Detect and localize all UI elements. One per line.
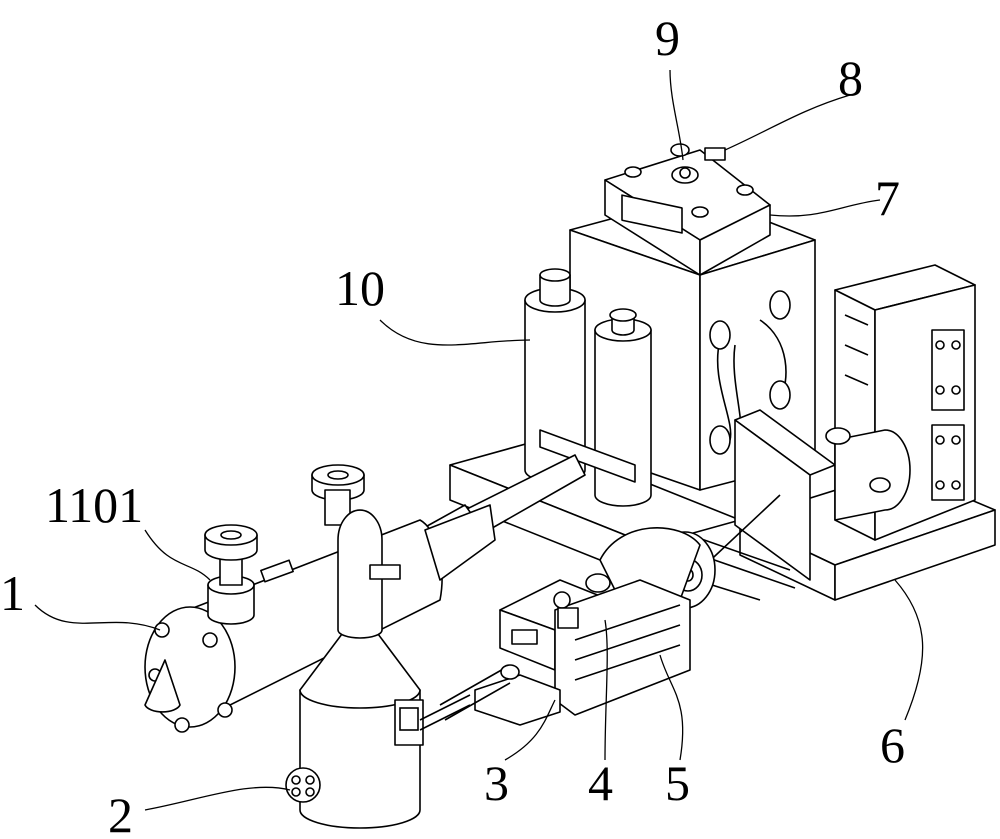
- tank-2: [285, 509, 471, 829]
- label-3: 3: [484, 755, 509, 811]
- top-cover: [604, 143, 771, 276]
- label-1: 1: [0, 565, 25, 621]
- label-6: 6: [880, 717, 905, 773]
- label-9: 9: [655, 10, 680, 66]
- pump-assembly: [599, 527, 716, 609]
- part-labels: 1 2 3 4 5 6 7 8 9 10 1101: [0, 10, 905, 839]
- label-8: 8: [838, 50, 863, 106]
- components-3-4-5: [439, 573, 691, 726]
- label-4: 4: [588, 755, 613, 811]
- cylinders-10: [524, 268, 652, 507]
- leader-lines: [34, 69, 924, 811]
- label-7: 7: [875, 170, 900, 226]
- label-10: 10: [335, 260, 385, 316]
- label-1101: 1101: [45, 477, 143, 533]
- mounting-plate: [679, 409, 911, 601]
- label-2: 2: [108, 787, 133, 839]
- label-5: 5: [665, 755, 690, 811]
